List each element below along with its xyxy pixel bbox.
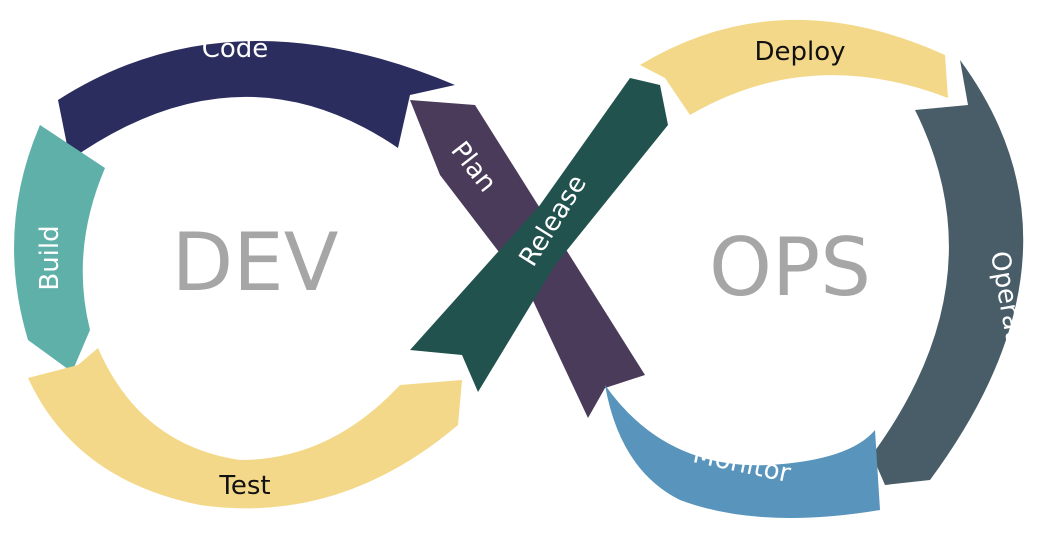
test-segment [28,348,462,509]
dev-title: DEV [172,216,339,309]
ops-title: OPS [709,221,871,314]
operate-segment [872,60,1024,485]
code-label: Code [202,34,269,64]
deploy-segment [640,19,948,115]
build-segment [14,125,106,372]
monitor-segment [605,385,880,518]
release-segment [410,78,668,392]
code-segment [58,40,455,160]
deploy-label: Deploy [754,37,845,67]
build-label: Build [35,225,65,290]
test-label: Test [218,471,270,501]
